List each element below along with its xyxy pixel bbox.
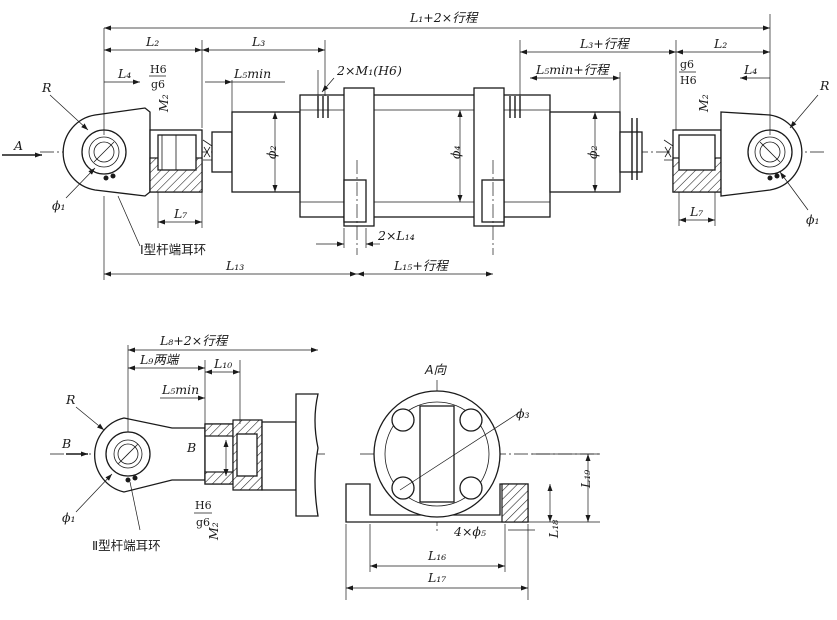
dim-l15: L₁₅+行程 xyxy=(393,258,449,273)
dim-total: L₁+2×行程 xyxy=(409,10,479,25)
dim-phi5: 4×ϕ₅ xyxy=(453,524,486,539)
dim-l5min-right: L₅min+行程 xyxy=(535,62,610,77)
dim-l2-right: L₂ xyxy=(713,36,727,51)
dim-l3-left: L₃ xyxy=(251,34,265,49)
right-socket xyxy=(663,129,722,193)
dim-l17: L₁₇ xyxy=(427,570,446,585)
right-rod-body xyxy=(549,111,621,193)
label-a: A xyxy=(13,138,23,153)
label-b-left: B xyxy=(61,436,71,451)
fit-left-bot: g6 xyxy=(151,78,165,91)
a-direction-label: A向 xyxy=(424,362,448,377)
phi1-type2: ϕ₁ xyxy=(62,510,76,525)
dim-l19: L₁₉ xyxy=(578,470,593,489)
radius-type2: R xyxy=(65,392,75,407)
phi4: ϕ₄ xyxy=(448,145,463,159)
dim-l13: L₁₃ xyxy=(225,258,244,273)
dim-l14: 2×L₁₄ xyxy=(377,228,415,243)
dim-l8: L₈+2×行程 xyxy=(159,333,229,348)
dim-l10: L₁₀ xyxy=(213,356,232,371)
left-rod-eye xyxy=(62,107,151,197)
dim-l16: L₁₆ xyxy=(427,548,446,563)
dim-l9: L₉两端 xyxy=(139,352,180,367)
radius-left: R xyxy=(41,80,51,95)
type2-label: Ⅱ型杆端耳环 xyxy=(92,538,161,553)
type1-label: Ⅰ型杆端耳环 xyxy=(140,242,206,257)
phi2-right: ϕ₂ xyxy=(585,145,600,159)
radius-right: R xyxy=(819,78,829,93)
dim-m1: 2×M₁(H6) xyxy=(336,63,402,78)
left-rod-shoulder xyxy=(211,131,233,173)
m2-left: M₂ xyxy=(156,94,171,113)
fit-right-bot: H6 xyxy=(680,74,697,87)
phi2-left: ϕ₂ xyxy=(264,145,279,159)
fit-left-top: H6 xyxy=(150,63,167,76)
fit-type2-bot: g6 xyxy=(196,516,210,529)
main-view: A xyxy=(2,10,829,280)
right-rod-eye xyxy=(720,111,803,197)
left-socket xyxy=(149,129,213,193)
phi1-left: ϕ₁ xyxy=(52,198,66,213)
dim-l7-left: L₇ xyxy=(173,206,187,221)
type2-view: B B R ϕ₁ Ⅱ型杆端耳环 L₈+2×行程 L₉两端 L₁₀ L₅min H… xyxy=(50,333,325,553)
m2-type2: M₂ xyxy=(206,522,221,541)
fit-right-top: g6 xyxy=(680,58,694,71)
a-direction-view: A向 ϕ₃ L₁₉ L₁₈ 4×ϕ₅ L₁₆ L₁₇ xyxy=(345,362,600,600)
dim-l18: L₁₈ xyxy=(546,520,561,539)
phi3: ϕ₃ xyxy=(516,406,530,421)
fit-type2-top: H6 xyxy=(195,499,212,512)
dim-l4-left: L₄ xyxy=(117,66,131,81)
dim-l2-left: L₂ xyxy=(145,34,159,49)
dim-l7-right: L₇ xyxy=(689,204,703,219)
dim-l5min-left: L₅min xyxy=(233,66,271,81)
phi1-right: ϕ₁ xyxy=(806,212,820,227)
left-rod-body xyxy=(231,111,301,193)
dim-l5min-type2: L₅min xyxy=(161,382,199,397)
right-rod-shoulder xyxy=(619,131,643,173)
m2-right: M₂ xyxy=(696,94,711,113)
dim-l4-right: L₄ xyxy=(743,62,757,77)
label-b-right: B xyxy=(186,440,196,455)
cylinder-barrel xyxy=(299,94,551,218)
dim-l3-right: L₃+行程 xyxy=(579,36,630,51)
